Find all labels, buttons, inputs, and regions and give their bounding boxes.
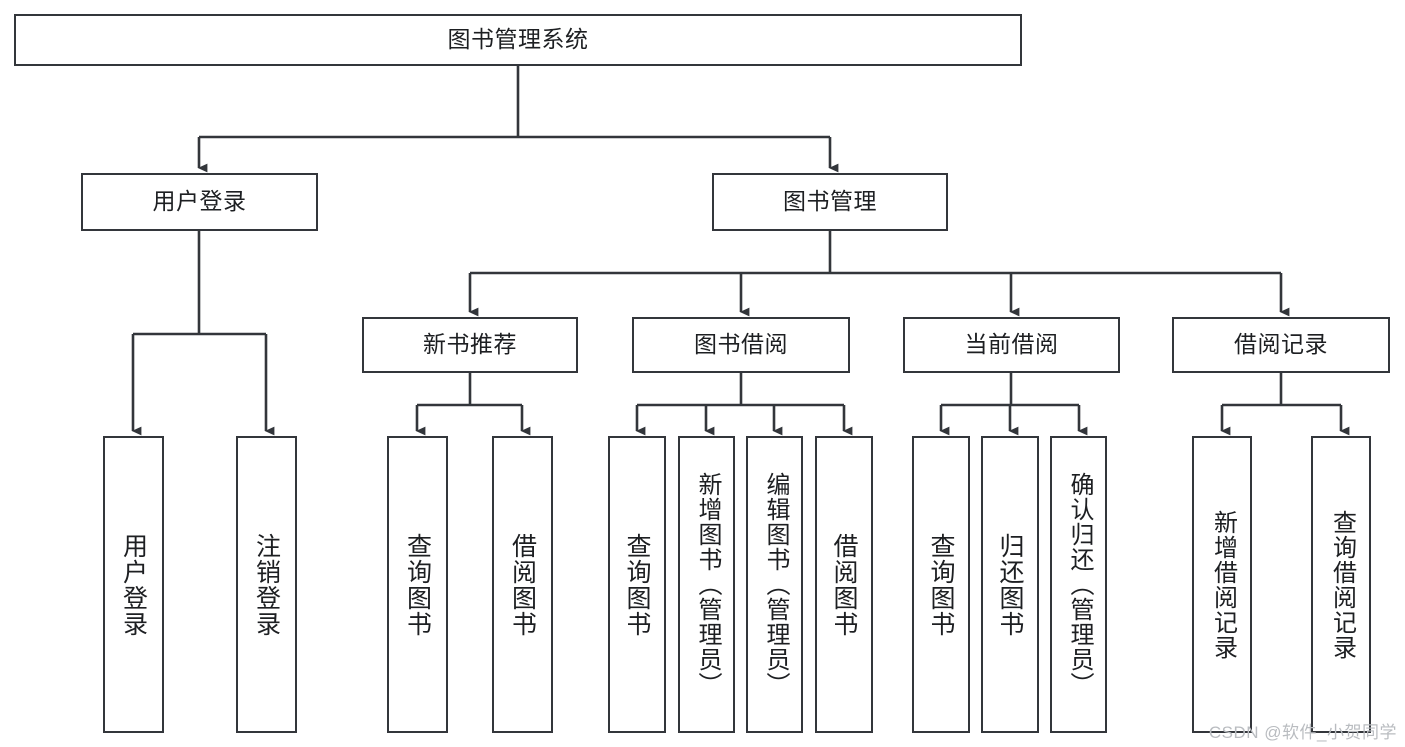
node-leaf-query-book-2-label: 查询图书 — [623, 532, 651, 637]
node-leaf-user-login-label: 用户登录 — [119, 532, 148, 637]
node-leaf-borrow-book-2-label: 借阅图书 — [830, 532, 858, 637]
node-book-borrow-label: 图书借阅 — [694, 331, 788, 358]
node-leaf-edit-book-label: 编辑图书（管理员） — [761, 472, 789, 697]
node-leaf-add-record[interactable]: 新增借阅记录 — [1192, 436, 1252, 733]
node-leaf-return-book-label: 归还图书 — [996, 532, 1024, 637]
node-book-manage[interactable]: 图书管理 — [712, 173, 948, 231]
node-leaf-add-book[interactable]: 新增图书（管理员） — [678, 436, 735, 733]
node-leaf-query-book-1-label: 查询图书 — [403, 532, 432, 637]
node-leaf-borrow-book-1-label: 借阅图书 — [508, 532, 537, 637]
node-leaf-query-book-1[interactable]: 查询图书 — [387, 436, 448, 733]
node-leaf-query-book-2[interactable]: 查询图书 — [608, 436, 666, 733]
node-book-manage-label: 图书管理 — [783, 188, 877, 215]
node-book-borrow[interactable]: 图书借阅 — [632, 317, 850, 373]
node-user-login[interactable]: 用户登录 — [81, 173, 318, 231]
node-leaf-borrow-book-1[interactable]: 借阅图书 — [492, 436, 553, 733]
node-leaf-query-book-3-label: 查询图书 — [927, 532, 955, 637]
node-leaf-confirm-return-label: 确认归还（管理员） — [1065, 472, 1093, 697]
node-new-book-recommend-label: 新书推荐 — [423, 331, 517, 358]
node-borrow-record[interactable]: 借阅记录 — [1172, 317, 1390, 373]
node-root-label: 图书管理系统 — [447, 26, 589, 53]
node-root[interactable]: 图书管理系统 — [14, 14, 1022, 66]
node-leaf-user-login[interactable]: 用户登录 — [103, 436, 164, 733]
node-leaf-confirm-return[interactable]: 确认归还（管理员） — [1050, 436, 1107, 733]
node-leaf-logout-login-label: 注销登录 — [252, 532, 281, 637]
node-leaf-logout-login[interactable]: 注销登录 — [236, 436, 297, 733]
csdn-watermark: CSDN @软件_小贺同学 — [1208, 723, 1397, 742]
node-new-book-recommend[interactable]: 新书推荐 — [362, 317, 578, 373]
node-leaf-query-record[interactable]: 查询借阅记录 — [1311, 436, 1371, 733]
node-leaf-edit-book[interactable]: 编辑图书（管理员） — [746, 436, 803, 733]
node-user-login-label: 用户登录 — [152, 188, 247, 215]
node-leaf-return-book[interactable]: 归还图书 — [981, 436, 1039, 733]
node-borrow-record-label: 借阅记录 — [1234, 331, 1328, 358]
node-leaf-borrow-book-2[interactable]: 借阅图书 — [815, 436, 873, 733]
node-leaf-query-book-3[interactable]: 查询图书 — [912, 436, 970, 733]
node-leaf-query-record-label: 查询借阅记录 — [1328, 509, 1356, 660]
node-current-borrow-label: 当前借阅 — [964, 331, 1059, 358]
node-leaf-add-record-label: 新增借阅记录 — [1209, 509, 1237, 660]
node-leaf-add-book-label: 新增图书（管理员） — [693, 472, 721, 697]
node-current-borrow[interactable]: 当前借阅 — [903, 317, 1120, 373]
